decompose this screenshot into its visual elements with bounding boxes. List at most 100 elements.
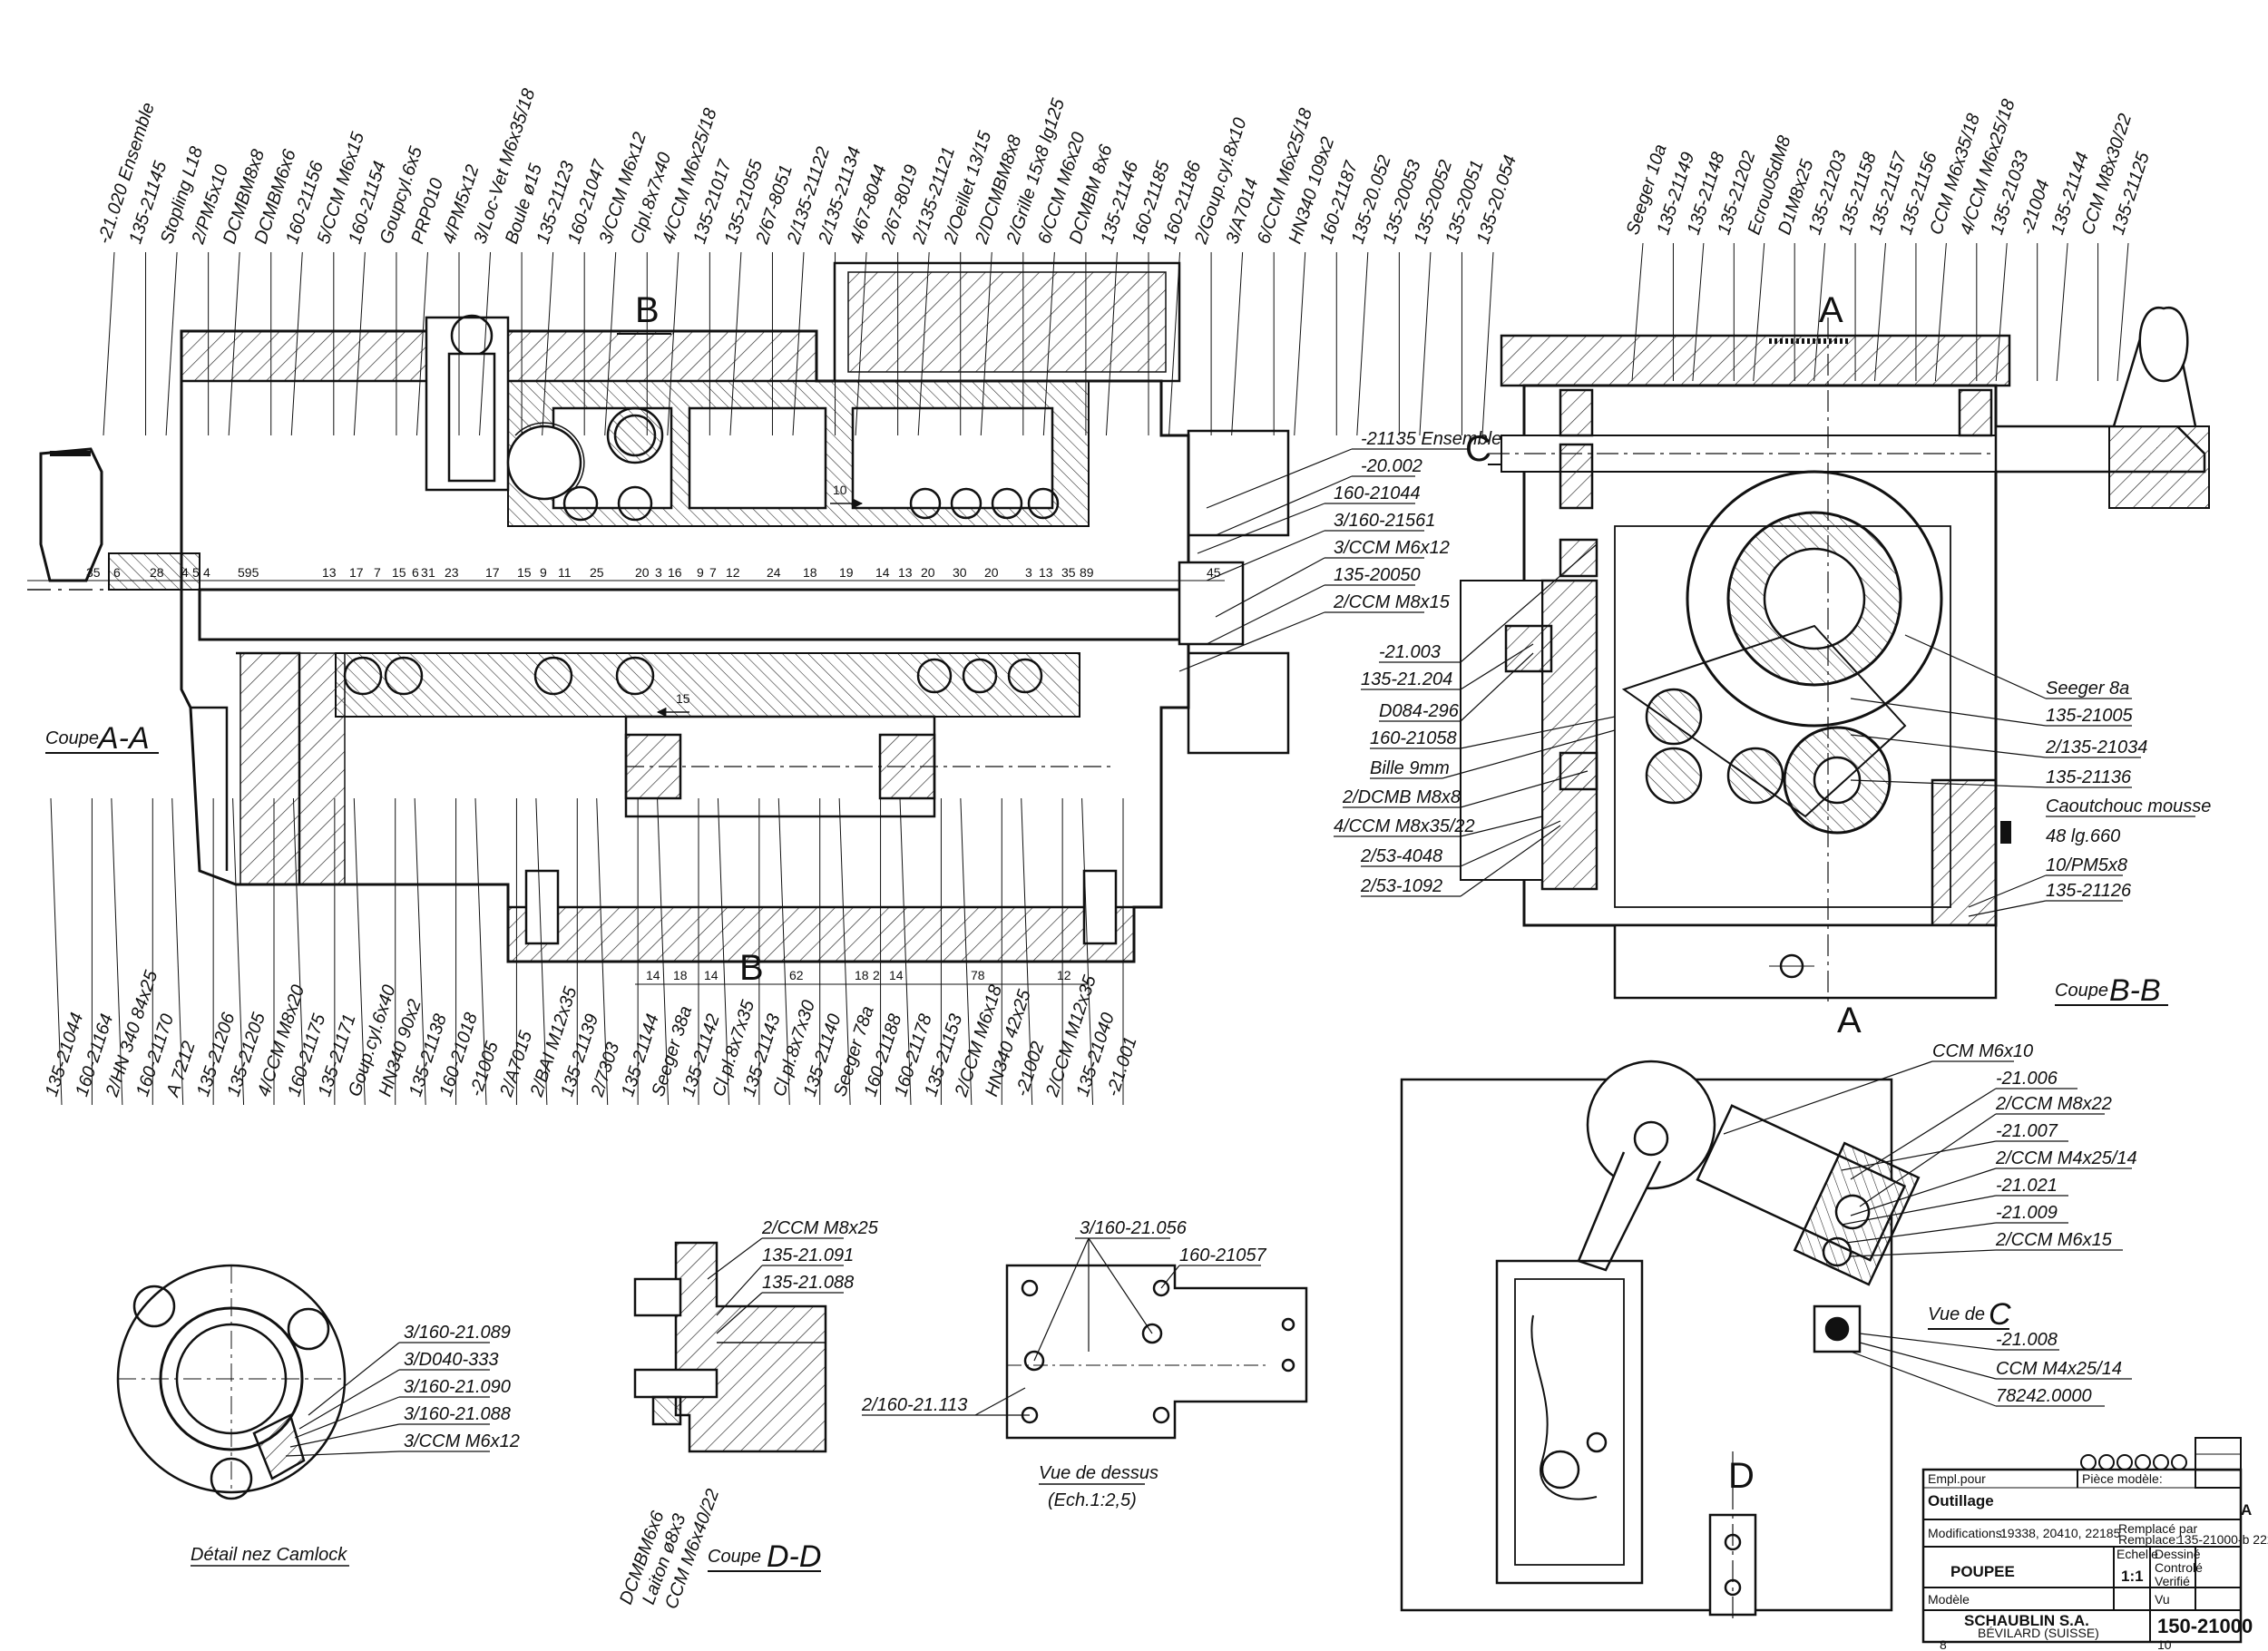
tb-scale: 1:1 (2121, 1568, 2144, 1585)
dimension-value: 12 (726, 565, 740, 580)
callout-label: Caoutchouc mousse (2046, 796, 2211, 816)
leader-line (777, 797, 790, 1106)
dimension-value: 15 (676, 691, 690, 706)
leader-line (1081, 797, 1094, 1106)
tb-dessine: Dessiné (2155, 1547, 2201, 1561)
leader-line (1356, 251, 1369, 436)
coupe-letters: B-B (2109, 973, 2161, 1008)
tb-remplace: Remplace: (2118, 1532, 2179, 1547)
dimension-value: 25 (590, 565, 604, 580)
leader-line (667, 251, 679, 436)
coupe-label: Coupe (45, 728, 99, 748)
callout-label: 48 lg.660 (2046, 826, 2120, 846)
tb-mod-values: 19338, 20410, 22185 (2000, 1526, 2121, 1540)
bearing-bottom-row (343, 656, 1043, 696)
dimension-value: 18 (673, 968, 688, 982)
callout-label: 3/160-21.088 (404, 1404, 511, 1424)
callout-label: CCM M6x10 (1932, 1041, 2033, 1061)
view-marker-d: D (1728, 1456, 1755, 1496)
callout-label: 135-21005 (2046, 706, 2134, 726)
callout-label: 135-21136 (2046, 767, 2132, 787)
callout-label: 135-21.088 (762, 1273, 854, 1293)
tb-modele: Modèle (1928, 1592, 1970, 1607)
callout-label: 2/CCM M8x15 (1333, 592, 1451, 612)
tb-vu: Vu (2155, 1592, 2170, 1607)
callout-label: -20.002 (1361, 456, 1422, 476)
dimension-value: 6 (412, 565, 419, 580)
dimension-value: 12 (1057, 968, 1071, 982)
section-marker-a-top: A (1819, 290, 1843, 330)
dimension-value: 15 (517, 565, 532, 580)
leader-line (1481, 251, 1494, 436)
callout-label: 3/CCM M6x12 (1334, 538, 1450, 558)
dimension-value: 4 (181, 565, 189, 580)
tb-foot-left: 8 (1940, 1637, 1947, 1651)
callout-label: -21.009 (1996, 1203, 2058, 1223)
callout-label: 160-21058 (1370, 728, 1457, 748)
leader-line (596, 797, 609, 1106)
tb-echelle: Echelle (2116, 1547, 2158, 1561)
callout-label: 2/CCM M8x22 (1995, 1094, 2112, 1114)
leader-line (353, 797, 366, 1106)
dimension-value: 3 (655, 565, 662, 580)
leader-line (290, 251, 303, 436)
dimension-value: 5 (192, 565, 200, 580)
dimension-value: 13 (1039, 565, 1053, 580)
callout-label: 135-20050 (1334, 565, 1421, 585)
callout-label: -21.006 (1996, 1069, 2058, 1089)
bb-left-leaders (1334, 543, 1616, 897)
section-marker-a-bottom: A (1837, 1001, 1862, 1040)
leader-line (1231, 251, 1244, 436)
dd-leaders (707, 1237, 844, 1334)
coupe-b-b-title: Coupe B-B (2055, 973, 2168, 1008)
dimension-value: 14 (646, 968, 660, 982)
dimension-value: 7 (374, 565, 381, 580)
callout-label: 135-21.091 (762, 1246, 854, 1265)
leader-line (50, 797, 63, 1106)
dimension-value: 17 (349, 565, 364, 580)
tb-rev: A (2241, 1501, 2252, 1519)
callout-label: Bille 9mm (1370, 758, 1450, 778)
dimension-value: 14 (704, 968, 719, 982)
leader-line (1168, 251, 1181, 436)
top-view-title: Vue de dessus (1039, 1463, 1158, 1483)
leader-line (604, 251, 617, 436)
dimension-value: 9 (540, 565, 547, 580)
leader-line (479, 251, 492, 436)
tb-drawing-number: 150-21000 (2157, 1615, 2253, 1637)
callout-label: 3/CCM M6x12 (404, 1431, 520, 1451)
view-c-drawing (1400, 1060, 1921, 1624)
callout-label: -21.003 (1379, 642, 1441, 662)
dimension-value: 30 (953, 565, 967, 580)
dimension-value: 13 (322, 565, 337, 580)
tb-piece-modele: Pièce modèle: (2082, 1471, 2163, 1486)
tb-empl: Empl.pour (1928, 1471, 1986, 1486)
coupe-label: Coupe (708, 1547, 761, 1567)
callout-label: 3/160-21.089 (404, 1323, 511, 1343)
tb-modifications: Modifications: (1928, 1526, 2006, 1540)
section-d-d (633, 1241, 827, 1453)
leader-line (2056, 242, 2068, 382)
dimension-value: 20 (921, 565, 935, 580)
callout-label: -21.008 (1996, 1330, 2058, 1350)
tb-remplace-par: Remplacé par (2118, 1521, 2197, 1536)
camlock-leaders (285, 1342, 490, 1457)
aa-right-callouts (1178, 448, 1470, 672)
dimension-value: 20 (984, 565, 999, 580)
tb-controle: Controlé (2155, 1560, 2203, 1575)
tb-foot-right: 10 (2157, 1637, 2172, 1651)
top-view-plate (1005, 1264, 1308, 1440)
leader-line (980, 251, 992, 436)
tb-drawing-name: POUPEE (1950, 1563, 2015, 1580)
callout-label: 78242.0000 (1996, 1386, 2092, 1406)
dimension-value: 14 (875, 565, 890, 580)
callout-label: -21.007 (1996, 1121, 2058, 1141)
callout-label: CCM M4x25/14 (1996, 1359, 2122, 1379)
dimension-value: 3 (1025, 565, 1032, 580)
section-b-b (1460, 307, 2210, 1007)
leader-line (838, 797, 851, 1106)
callout-label: -21.021 (1996, 1176, 2058, 1196)
tb-verifie: Verifié (2155, 1574, 2190, 1588)
callout-label: 2/CCM M4x25/14 (1995, 1148, 2137, 1168)
dimension-value: 35 (1061, 565, 1076, 580)
